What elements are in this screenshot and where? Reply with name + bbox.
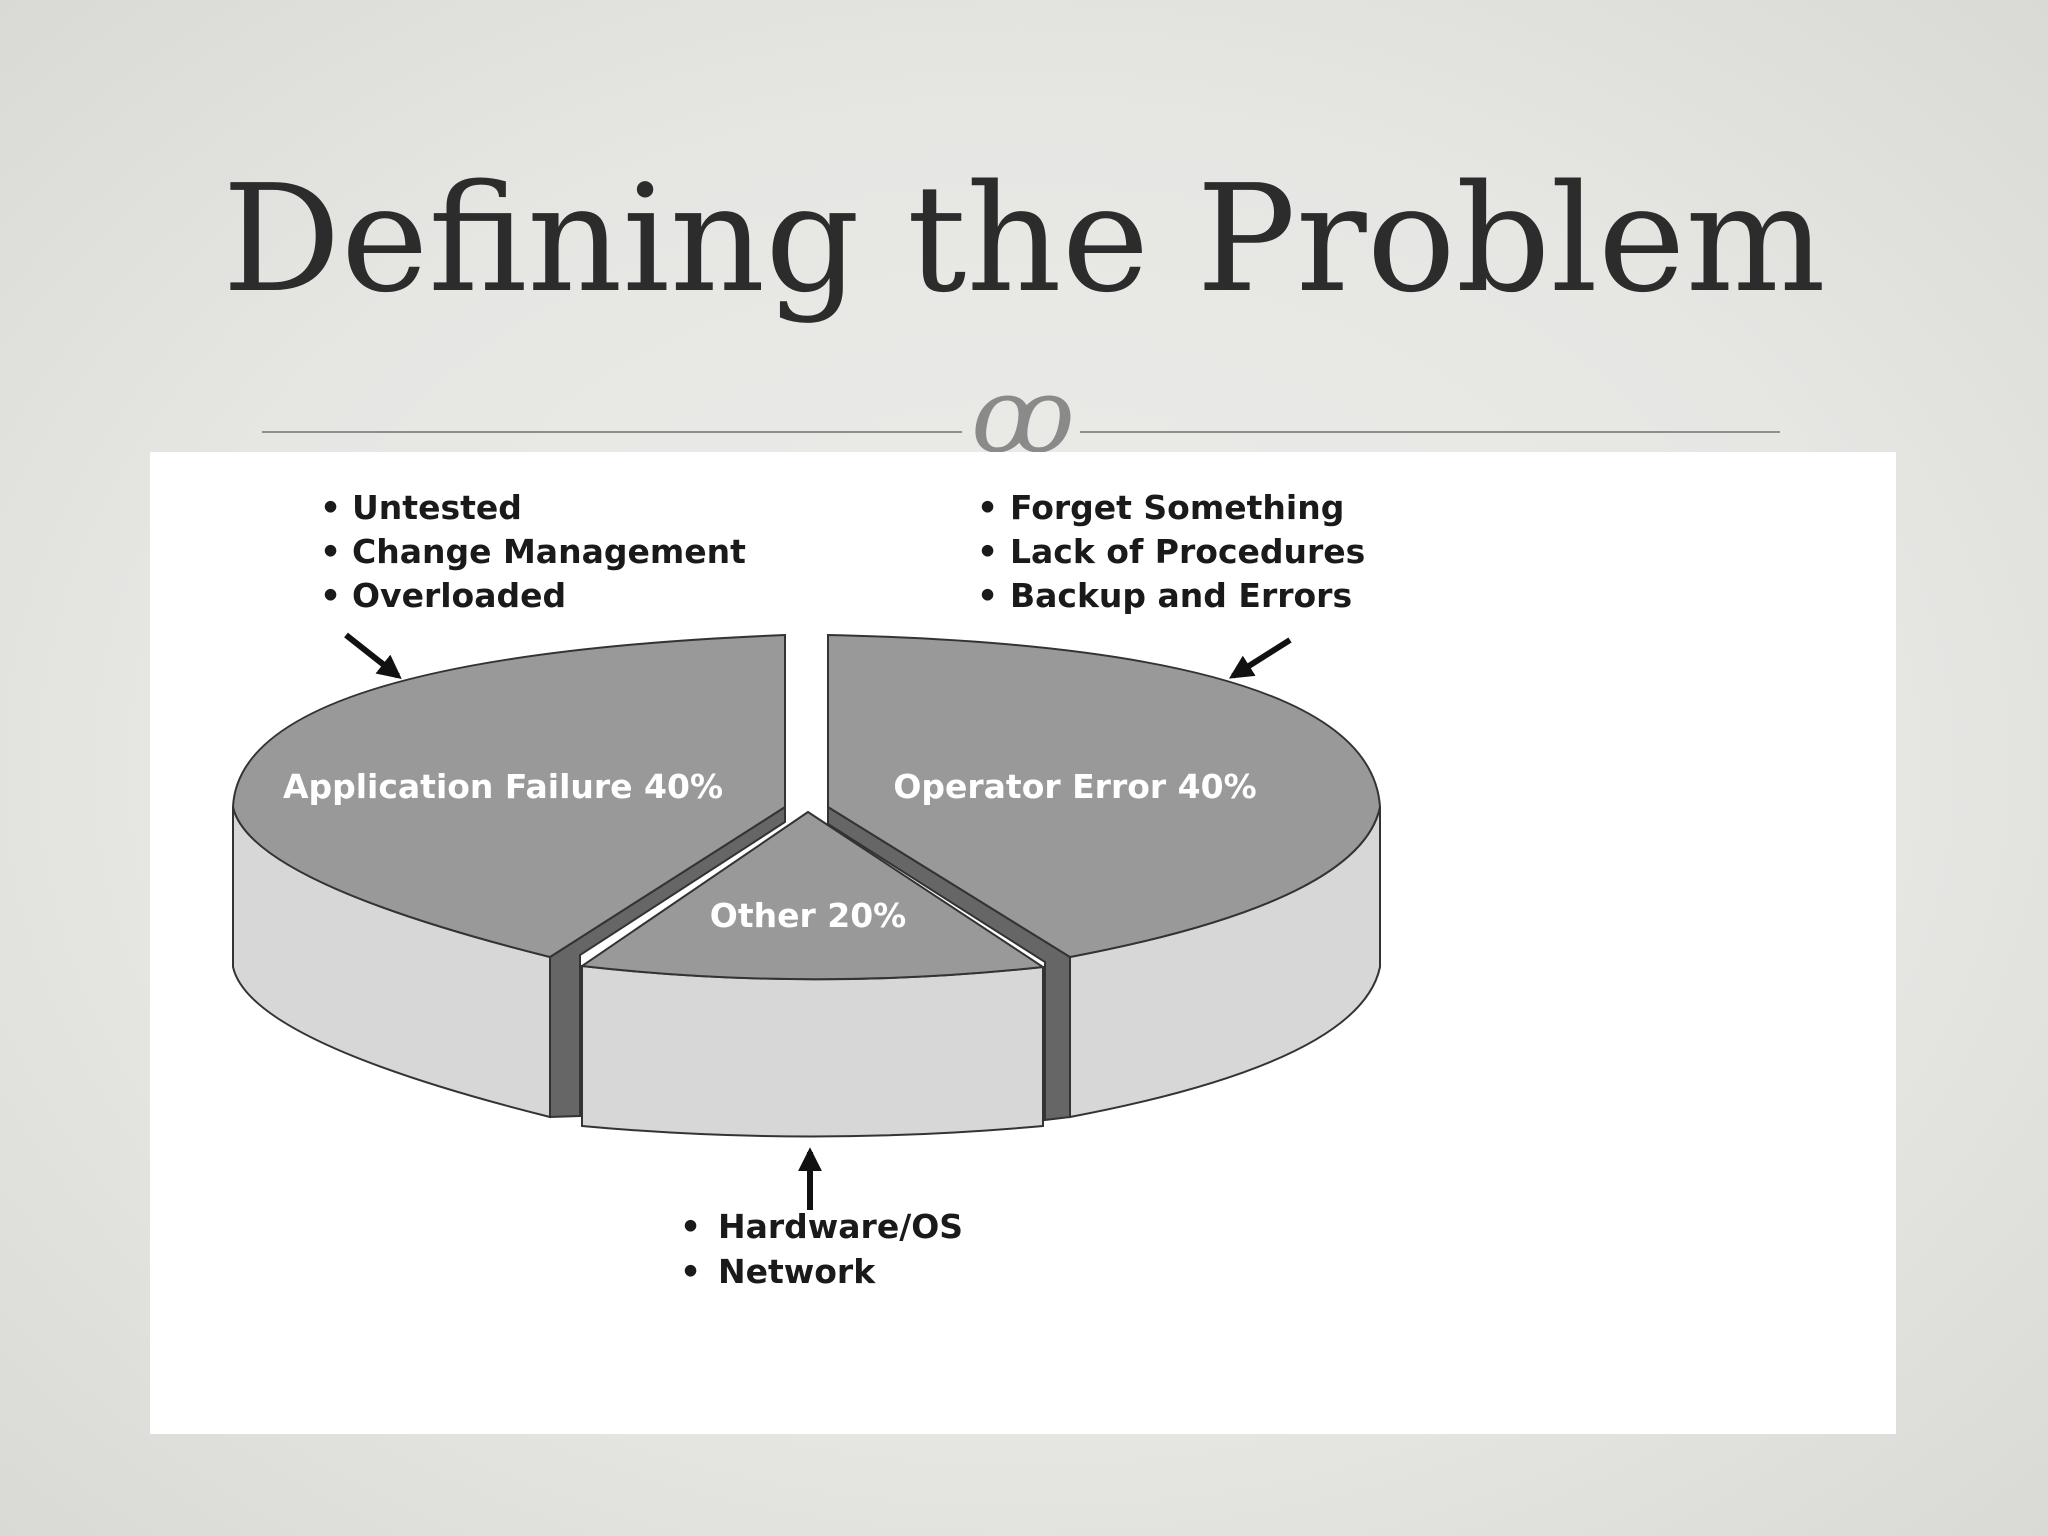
annotation-other: • Hardware/OS • Network — [680, 1147, 963, 1291]
annotation-bullet: • — [977, 532, 998, 571]
pie-chart: Application Failure 40% Operator Error 4… — [231, 488, 1382, 1291]
annotation-item-forget-something: Forget Something — [1010, 488, 1344, 527]
label-application-failure: Application Failure 40% — [283, 767, 723, 806]
annotation-application-failure: • Untested • Change Management • Overloa… — [320, 488, 746, 679]
chart-panel: Application Failure 40% Operator Error 4… — [150, 452, 1896, 1434]
slice-other-top — [579, 810, 1046, 981]
slice-other-side — [581, 964, 1044, 1138]
annotation-item-lack-of-procedures: Lack of Procedures — [1010, 532, 1365, 571]
arrow-operator-error — [1228, 637, 1292, 679]
annotation-item-network: Network — [718, 1252, 876, 1291]
slide-title: Defining the Problem — [222, 153, 1826, 325]
label-other: Other 20% — [710, 896, 906, 935]
annotation-item-backup-and-errors: Backup and Errors — [1010, 576, 1352, 615]
ornament-icon: ꝏ — [971, 354, 1075, 476]
annotation-item-hardware-os: Hardware/OS — [718, 1207, 963, 1246]
slice-operator-error-top — [827, 633, 1382, 959]
annotation-bullet: • — [320, 488, 341, 527]
arrow-application-failure — [344, 632, 402, 679]
annotation-operator-error: • Forget Something • Lack of Procedures … — [977, 488, 1365, 679]
annotation-bullet: • — [320, 576, 341, 615]
annotation-item-change-management: Change Management — [352, 532, 746, 571]
slice-application-failure-top — [231, 633, 786, 959]
annotation-bullet: • — [320, 532, 341, 571]
annotation-bullet: • — [977, 576, 998, 615]
label-operator-error: Operator Error 40% — [893, 767, 1256, 806]
slice-application-failure — [231, 633, 786, 1119]
title-divider-left — [262, 431, 962, 433]
slice-other — [579, 810, 1046, 1138]
annotation-bullet: • — [680, 1207, 701, 1246]
annotation-item-untested: Untested — [352, 488, 522, 527]
slice-operator-error — [827, 633, 1382, 1122]
annotation-bullet: • — [977, 488, 998, 527]
annotation-bullet: • — [680, 1252, 701, 1291]
annotation-item-overloaded: Overloaded — [352, 576, 566, 615]
title-divider-right — [1080, 431, 1780, 433]
